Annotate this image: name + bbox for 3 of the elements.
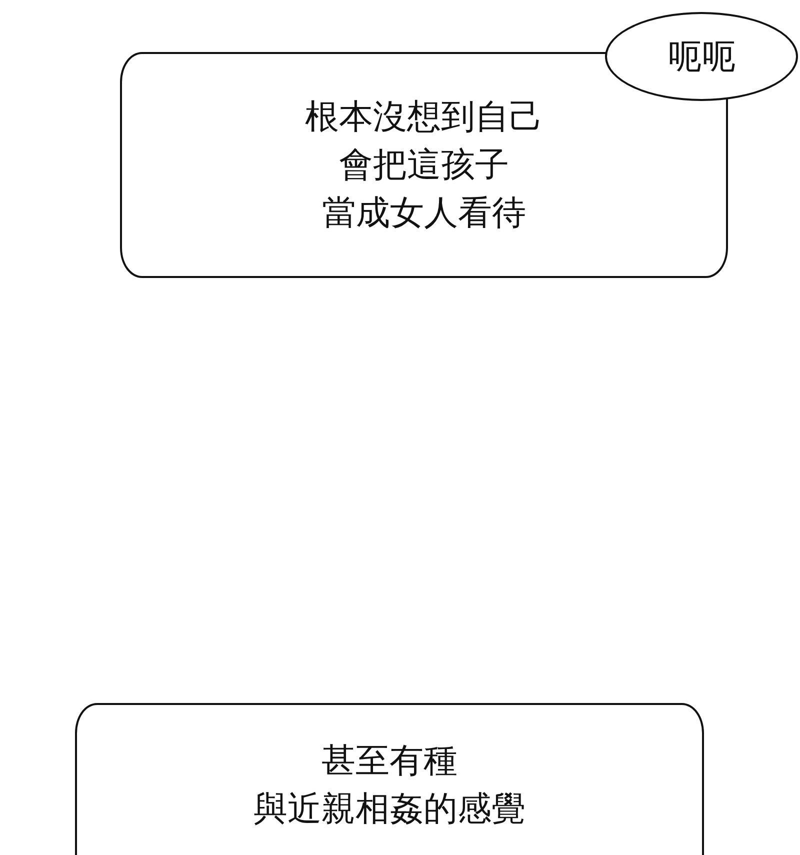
caption-text: 呃呃 [668, 36, 736, 78]
caption-text: 根本沒想到自己會把這孩子當成女人看待 [305, 96, 543, 235]
caption-text: 甚至有種與近親相姦的感覺 [254, 740, 526, 831]
